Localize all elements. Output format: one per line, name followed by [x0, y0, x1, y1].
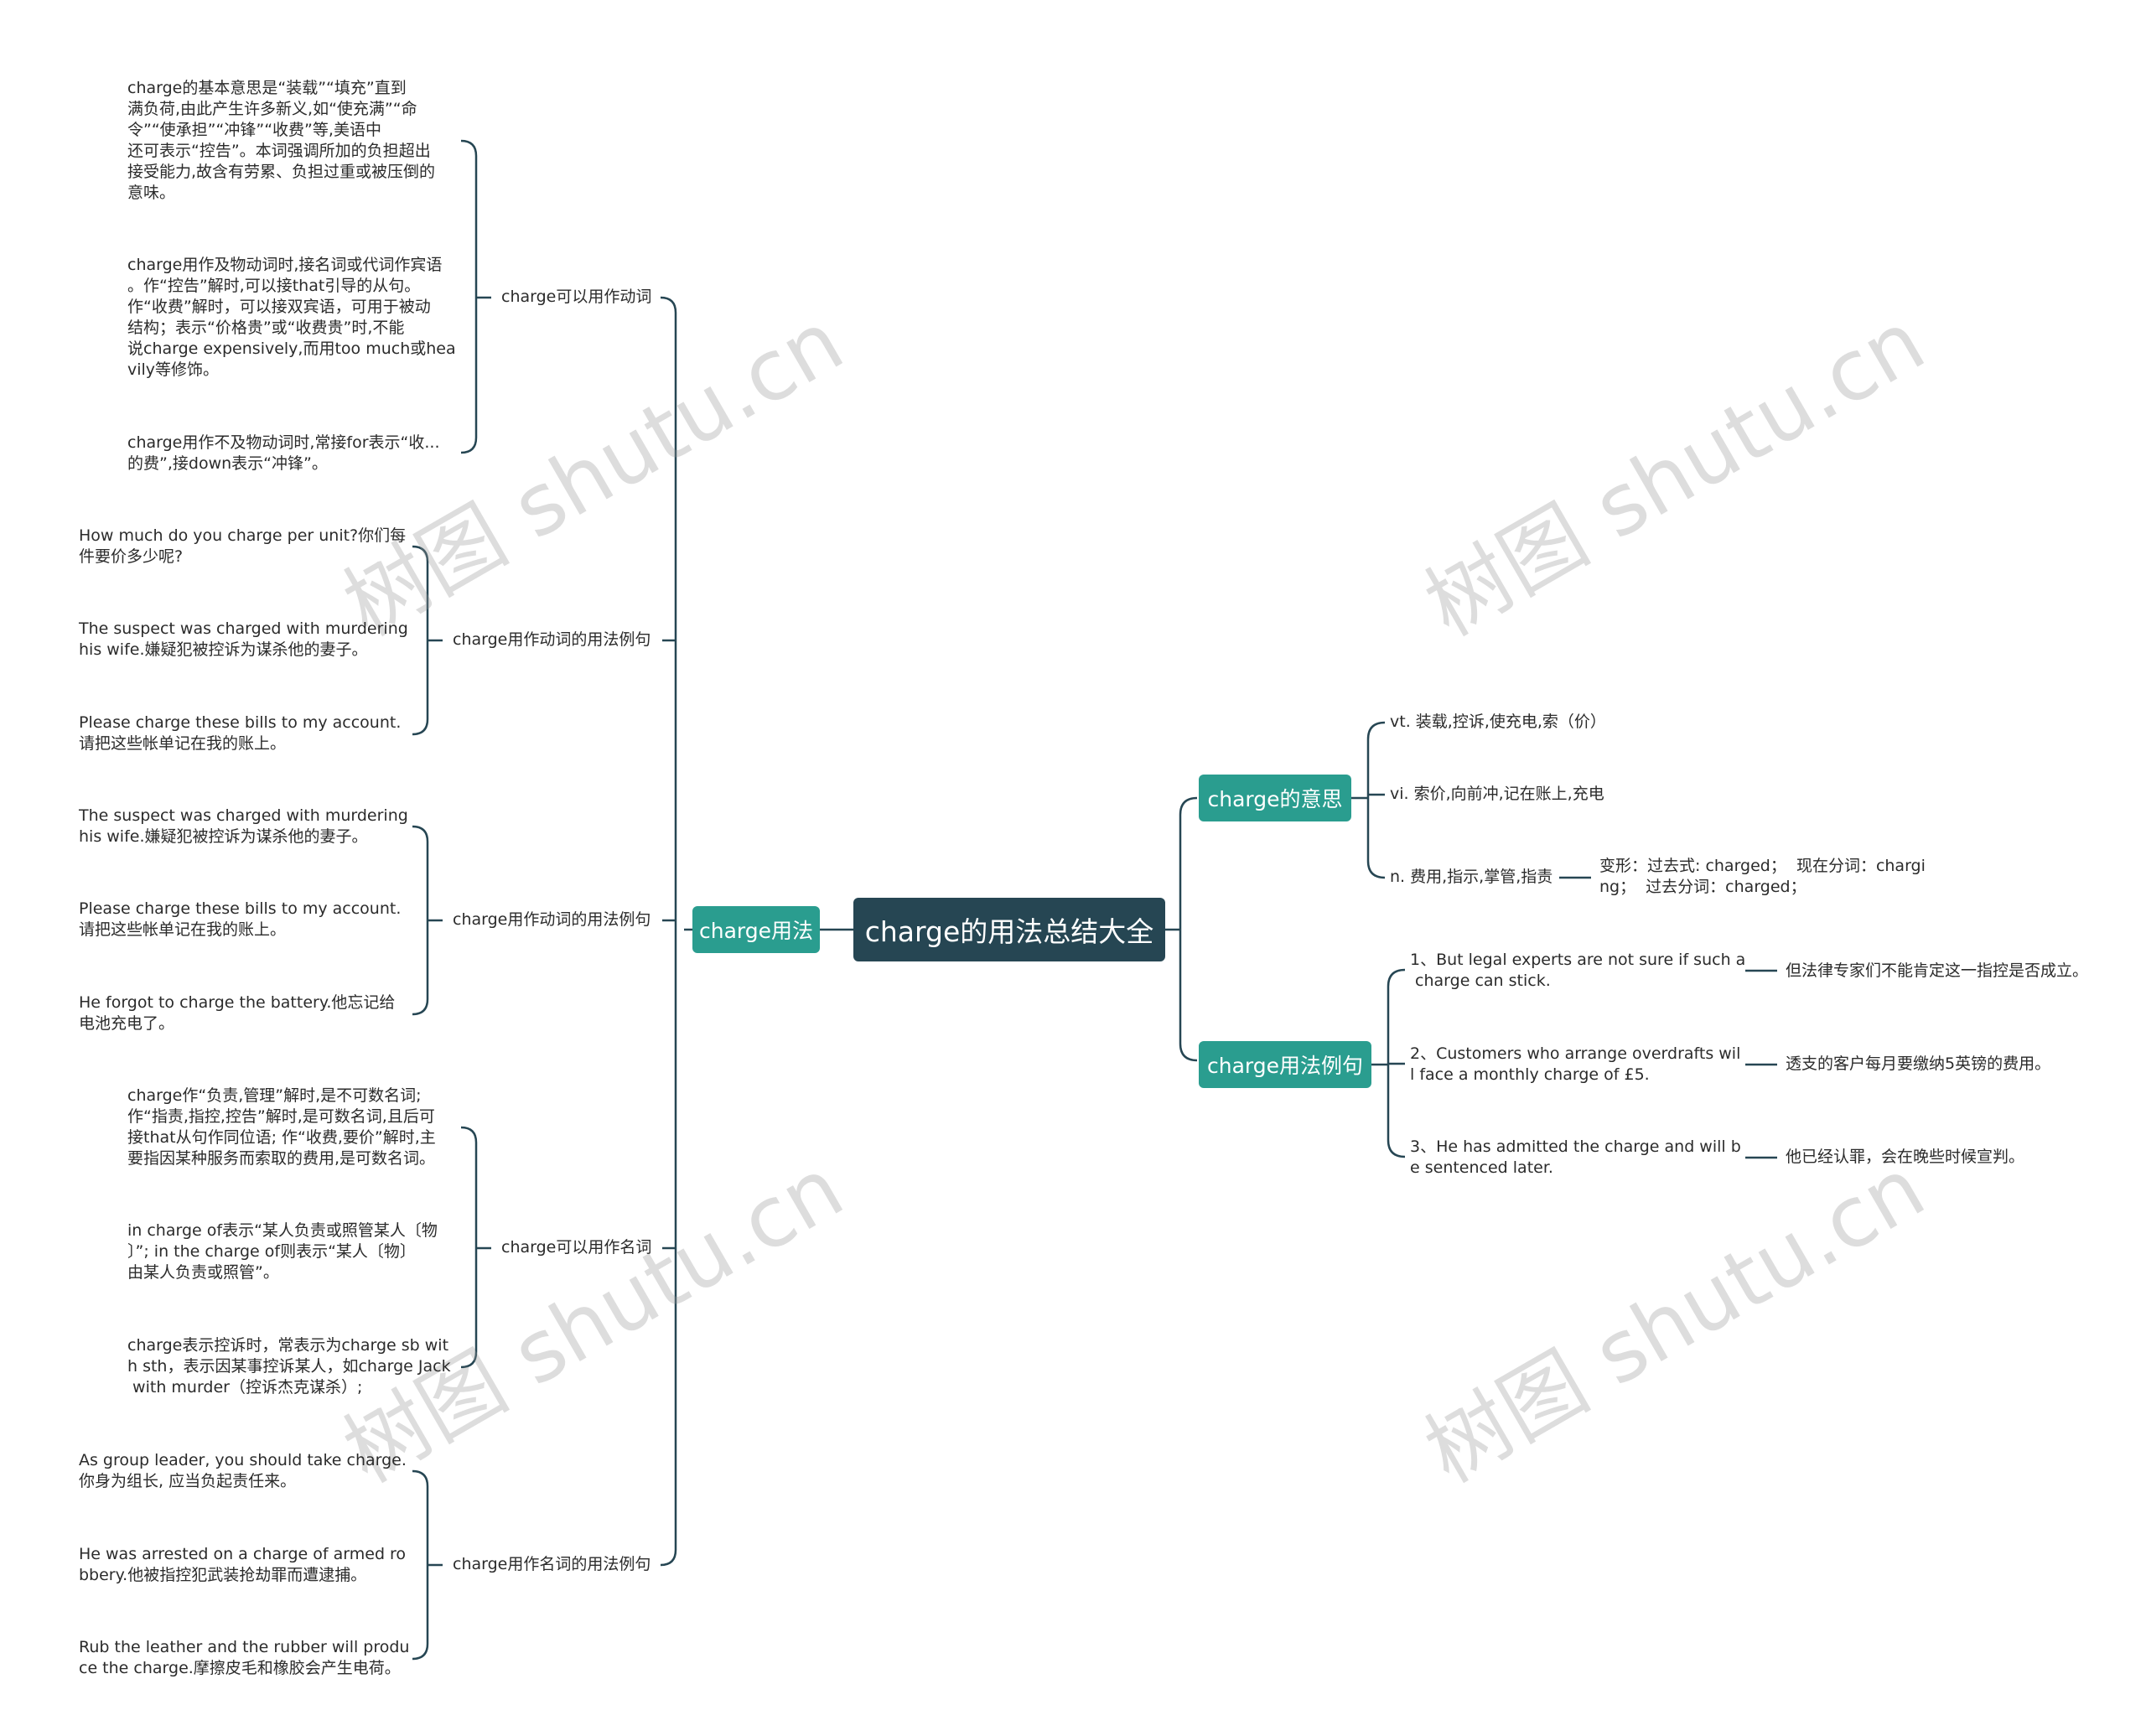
leaf-text: He was arrested on a charge of armed ro … — [79, 1545, 407, 1584]
leaf-text: Rub the leather and the rubber will prod… — [79, 1638, 410, 1677]
example-zh: 他已经认罪，会在晚些时候宣判。 — [1786, 1148, 2025, 1166]
bracket-meaning — [1366, 721, 1386, 879]
bracket-left-main — [660, 296, 677, 1567]
leaf-text: Please charge these bills to my account.… — [79, 713, 402, 753]
leaf-text: He forgot to charge the battery.他忘记给 电池充… — [79, 993, 396, 1033]
root-topic[interactable]: charge的用法总结大全 — [853, 898, 1165, 961]
leaf-text: Please charge these bills to my account.… — [79, 899, 402, 939]
example-en: 1、But legal experts are not sure if such… — [1410, 951, 1746, 990]
branch-charge-usage[interactable]: charge用法 — [692, 906, 820, 953]
group-label-verb-examples-2[interactable]: charge用作动词的用法例句 — [453, 910, 651, 929]
example-en: 3、He has admitted the charge and will b … — [1410, 1137, 1741, 1177]
meaning-item-n: n. 费用,指示,掌管,指责 — [1390, 868, 1553, 886]
example-zh: 但法律专家们不能肯定这一指控是否成立。 — [1786, 961, 2089, 980]
bracket-group-5 — [412, 1469, 429, 1661]
leaf-text: in charge of表示“某人负责或照管某人〔物 〕”; in the ch… — [127, 1221, 438, 1282]
leaf-text: charge的基本意思是“装载”“填充”直到 满负荷,由此产生许多新义,如“使充… — [127, 79, 436, 202]
leaf-text: The suspect was charged with murdering h… — [79, 619, 408, 659]
branch-charge-examples[interactable]: charge用法例句 — [1199, 1041, 1371, 1088]
bracket-group-1 — [460, 139, 478, 454]
leaf-text: charge用作不及物动词时,常接for表示“收... 的费”,接down表示“… — [127, 433, 440, 473]
leaf-text: The suspect was charged with murdering h… — [79, 806, 408, 846]
group-label-noun-examples[interactable]: charge用作名词的用法例句 — [453, 1555, 651, 1573]
leaf-text: As group leader, you should take charge.… — [79, 1451, 407, 1490]
branch-charge-meaning[interactable]: charge的意思 — [1199, 775, 1351, 821]
leaf-text: charge表示控诉时，常表示为charge sb wit h sth，表示因某… — [127, 1336, 451, 1397]
leaf-text: charge作“负责,管理”解时,是不可数名词; 作“指责,指控,控告”解时,是… — [127, 1086, 436, 1168]
example-en: 2、Customers who arrange overdrafts wil l… — [1410, 1044, 1741, 1084]
group-label-verb[interactable]: charge可以用作动词 — [501, 288, 652, 306]
example-zh: 透支的客户每月要缴纳5英镑的费用。 — [1786, 1055, 2051, 1073]
group-label-verb-examples[interactable]: charge用作动词的用法例句 — [453, 630, 651, 649]
leaf-text: How much do you charge per unit?你们每 件要价多… — [79, 526, 407, 566]
bracket-group-3 — [412, 825, 429, 1016]
meaning-item-vi: vi. 索价,向前冲,记在账上,充电 — [1390, 785, 1604, 803]
meaning-item-vt: vt. 装载,控诉,使充电,索（价） — [1390, 713, 1606, 731]
inflection-text: 变形：过去式: charged； 现在分词：chargi ng； 过去分词：ch… — [1599, 857, 1926, 896]
leaf-text: charge用作及物动词时,接名词或代词作宾语 。作“控告”解时,可以接that… — [127, 256, 456, 379]
bracket-right-main — [1179, 796, 1198, 1062]
group-label-noun[interactable]: charge可以用作名词 — [501, 1238, 652, 1257]
